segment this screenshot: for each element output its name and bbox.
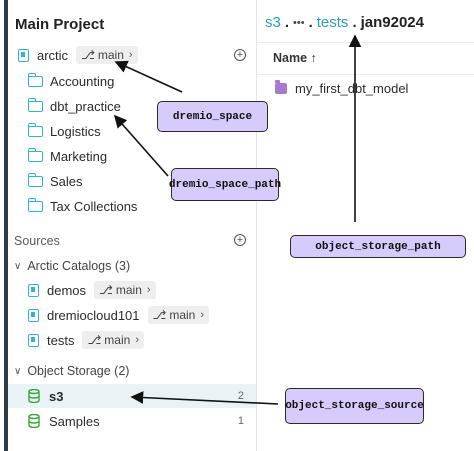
branch-label: main [115, 283, 142, 297]
space-label: Marketing [50, 148, 108, 164]
branch-selector[interactable]: ⎇ main › [76, 46, 138, 64]
add-source-button[interactable]: + [234, 234, 246, 246]
chevron-right-icon: › [128, 49, 133, 61]
folder-icon [27, 172, 43, 187]
space-label: Sales [50, 173, 83, 189]
chevron-right-icon: › [200, 309, 205, 321]
space-row[interactable]: Logistics [27, 119, 101, 143]
branch-selector[interactable]: ⎇ main › [147, 306, 210, 324]
source-count: 2 [237, 390, 244, 402]
catalog-label: demos [47, 282, 87, 298]
group-label: Arctic Catalogs (3) [27, 259, 131, 273]
catalog-icon [28, 308, 39, 322]
source-label: s3 [49, 388, 64, 404]
space-row[interactable]: dbt_practice [27, 94, 121, 118]
group-arctic-catalogs[interactable]: ∨ Arctic Catalogs (3) [14, 259, 130, 273]
catalog-label: dremiocloud101 [47, 307, 140, 323]
catalog-icon [18, 48, 29, 62]
space-row[interactable]: Accounting [27, 69, 115, 93]
add-space-button[interactable]: + [234, 49, 246, 61]
catalog-label: arctic [37, 47, 69, 63]
breadcrumb-separator: . [352, 14, 357, 31]
folder-icon [27, 97, 43, 112]
breadcrumb-link[interactable]: s3 [265, 14, 281, 31]
database-icon [28, 389, 40, 403]
chevron-down-icon: ∨ [14, 260, 22, 272]
list-item[interactable]: my_first_dbt_model [275, 80, 409, 96]
breadcrumb-current: jan92024 [360, 14, 424, 31]
breadcrumb: s3 . ••• . tests . jan92024 [265, 14, 424, 31]
branch-icon: ⎇ [87, 333, 102, 347]
space-row[interactable]: Sales [27, 169, 83, 193]
catalog-row-demos[interactable]: demos ⎇ main › [28, 278, 156, 302]
space-label: Tax Collections [50, 198, 138, 214]
group-label: Object Storage (2) [27, 364, 130, 378]
folder-icon [27, 147, 43, 162]
space-label: dbt_practice [50, 98, 121, 114]
database-icon [28, 414, 40, 428]
catalog-row-arctic[interactable]: arctic ⎇ main › [18, 43, 138, 67]
chevron-right-icon: › [135, 334, 139, 346]
folder-icon [27, 197, 43, 212]
callout-object-storage-source: object_storage_source [285, 388, 424, 424]
breadcrumb-link[interactable]: tests [316, 14, 349, 31]
catalog-label: tests [47, 332, 75, 348]
list-item-label: my_first_dbt_model [295, 81, 409, 96]
catalog-row-dremiocloud101[interactable]: dremiocloud101 ⎇ main › [28, 303, 210, 327]
branch-label: main [169, 308, 196, 322]
branch-icon: ⎇ [99, 283, 113, 297]
left-rail [4, 0, 8, 451]
header-divider [257, 42, 474, 43]
callout-dremio-space-path: dremio_space_path [169, 168, 281, 201]
chevron-down-icon: ∨ [14, 365, 22, 377]
panel-divider [256, 0, 257, 451]
group-object-storage[interactable]: ∨ Object Storage (2) [14, 364, 129, 378]
branch-icon: ⎇ [152, 308, 167, 322]
sources-header: Sources [14, 234, 60, 248]
column-header-name[interactable]: Name ↑ [273, 51, 317, 65]
column-header-divider [257, 74, 474, 75]
folder-icon [27, 122, 43, 137]
folder-icon [275, 80, 287, 94]
catalog-row-tests[interactable]: tests ⎇ main › [28, 328, 144, 352]
space-label: Accounting [50, 73, 115, 89]
sidebar: Main Project arctic ⎇ main › + Accountin… [8, 0, 256, 451]
breadcrumb-separator: . [284, 14, 290, 31]
space-row[interactable]: Marketing [27, 144, 108, 168]
catalog-icon [28, 283, 39, 297]
source-count: 1 [237, 415, 244, 427]
breadcrumb-ellipsis[interactable]: ••• [293, 16, 305, 29]
branch-selector[interactable]: ⎇ main › [94, 281, 156, 299]
source-label: Samples [49, 413, 100, 429]
callout-object-storage-path: object_storage_path [290, 235, 466, 258]
branch-label: main [97, 48, 124, 62]
source-row-s3[interactable]: s3 2 [8, 384, 256, 408]
breadcrumb-separator: . [308, 14, 313, 31]
folder-icon [27, 72, 43, 87]
branch-selector[interactable]: ⎇ main › [82, 331, 144, 349]
branch-icon: ⎇ [81, 48, 95, 62]
branch-label: main [104, 333, 131, 347]
project-title: Main Project [15, 16, 105, 33]
chevron-right-icon: › [146, 284, 151, 296]
space-label: Logistics [50, 123, 101, 139]
catalog-icon [28, 333, 39, 347]
callout-dremio-space: dremio_space [157, 101, 268, 132]
source-row-samples[interactable]: Samples 1 [8, 409, 256, 433]
space-row[interactable]: Tax Collections [27, 194, 138, 218]
